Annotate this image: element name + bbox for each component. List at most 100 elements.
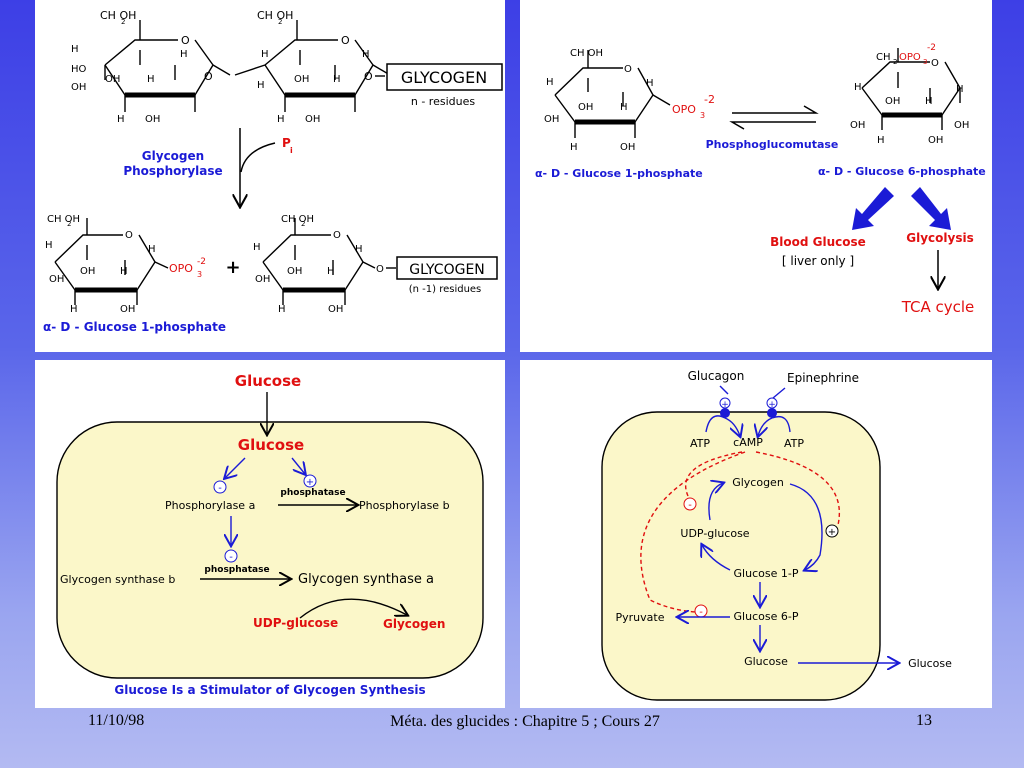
- atom-h: H: [570, 142, 578, 153]
- atom-h: H: [956, 84, 964, 95]
- footer-title: Méta. des glucides : Chapitre 5 ; Cours …: [390, 713, 660, 730]
- glycogen-box: [396, 256, 498, 280]
- plus-badge: [825, 524, 839, 538]
- udp-to-glycogen-arrow: [708, 483, 723, 521]
- phosphatase-label: phosphatase: [204, 565, 269, 575]
- liver-cell: [56, 421, 484, 679]
- udp-glucose-to-glycogen-arrow: [299, 598, 407, 619]
- glycogen-box-label: GLYCOGEN: [409, 262, 485, 278]
- atom-h: H: [257, 80, 265, 91]
- equilibrium-arrows: [729, 105, 819, 130]
- glucose-1-phosphate-ring: [54, 218, 169, 305]
- atom-oh: OH: [620, 142, 635, 153]
- atom-oh: OH: [49, 274, 64, 285]
- atom-oh: OH: [578, 102, 593, 113]
- pyruvate-label: Pyruvate: [616, 611, 665, 624]
- glycogen-box: [386, 63, 503, 91]
- atom-h: H: [854, 82, 862, 93]
- glycogen-phosphorylase-panel: CH OH 2 O H HO OH OH H H H OH O CH OH 2 …: [35, 0, 505, 352]
- plus-sign: +: [306, 477, 314, 488]
- glucose-6-phosphate-ring: [861, 48, 961, 130]
- atom-h: H: [117, 114, 125, 125]
- plus-sign: +: [721, 400, 729, 410]
- glucose-outside-label: Glucose: [908, 657, 952, 670]
- glucose-stimulator-panel: Glucose Glucose - + phosphatase Phosphor…: [35, 360, 505, 708]
- atom-h: H: [253, 242, 261, 253]
- glycolysis-label: Glycolysis: [906, 231, 973, 245]
- epinephrine-label: Epinephrine: [787, 371, 859, 385]
- subscript: 2: [121, 18, 125, 26]
- phosphate-label: OPO: [672, 103, 696, 116]
- atp-label: ATP: [690, 437, 710, 450]
- atom-h: H: [327, 266, 335, 277]
- atp-to-camp-left: [705, 415, 726, 433]
- big-blue-arrows: [852, 187, 951, 230]
- glucose-inside-label: Glucose: [744, 655, 788, 668]
- ring-oxygen: O: [181, 34, 190, 47]
- pi-input-arrow: [240, 142, 276, 173]
- atom-h: H: [70, 304, 78, 315]
- tca-cycle-label: TCA cycle: [901, 298, 975, 316]
- ch2oh-label: CH OH: [257, 9, 293, 22]
- glucose-6-phosphate-label: α- D - Glucose 6-phosphate: [818, 165, 986, 178]
- glycogen-label: Glycogen: [732, 476, 784, 489]
- glucose-1-phosphate-label: α- D - Glucose 1-phosphate: [535, 167, 703, 180]
- footer-date: 11/10/98: [88, 712, 145, 729]
- phosphoglucomutase-panel: CH OH O H OH OH H H H OH OPO 3 -2 Phosph…: [520, 0, 992, 352]
- glycosidic-oxygen: O: [204, 70, 213, 83]
- ch2oh-label: CH OH: [100, 9, 136, 22]
- glycosidic-oxygen: O: [364, 70, 373, 83]
- atom-oh: OH: [850, 120, 865, 131]
- phosphate-charge: -2: [927, 43, 936, 53]
- atom-h: H: [362, 49, 370, 60]
- atom-oh: OH: [145, 114, 160, 125]
- plus-badge: [303, 474, 317, 488]
- camp-label: cAMP: [733, 436, 763, 449]
- ring-oxygen: O: [624, 64, 632, 75]
- atp-label: ATP: [784, 437, 804, 450]
- minus-sign: -: [229, 552, 233, 563]
- ring-oxygen: O: [931, 58, 939, 69]
- pi-label: P: [282, 136, 291, 150]
- phosphate-label: OPO: [169, 262, 193, 275]
- atom-h: H: [71, 44, 79, 55]
- phosphate-charge: -2: [704, 93, 715, 106]
- minus-badge: [224, 549, 238, 563]
- pi-subscript: i: [290, 146, 293, 155]
- atom-oh: OH: [255, 274, 270, 285]
- atom-ho: HO: [71, 64, 87, 75]
- ch2oh-label: CH OH: [47, 214, 80, 225]
- ring-oxygen: O: [333, 230, 341, 241]
- atom-oh: OH: [885, 96, 900, 107]
- phosphoglucomutase-diagram: CH OH O H OH OH H H H OH OPO 3 -2 Phosph…: [535, 43, 986, 316]
- atom-oh: OH: [328, 304, 343, 315]
- glucose-6p-label: Glucose 6-P: [734, 610, 799, 623]
- phosphate-subscript: 3: [923, 58, 927, 66]
- glucose-1-phosphate-label: α- D - Glucose 1-phosphate: [43, 320, 226, 334]
- atom-oh: OH: [954, 120, 969, 131]
- minus-sign: -: [218, 483, 222, 494]
- glucose-ring-top-right: [234, 20, 391, 112]
- enzyme-label-line1: Glycogen: [142, 149, 204, 163]
- atom-h: H: [646, 78, 654, 89]
- atom-oh: OH: [287, 266, 302, 277]
- atom-h: H: [120, 266, 128, 277]
- glucose-1p-label: Glucose 1-P: [734, 567, 799, 580]
- receptor-glucagon: +: [719, 385, 731, 418]
- minus-badge: [213, 480, 227, 494]
- enzyme-label-line2: Phosphorylase: [123, 164, 222, 178]
- subscript: 2: [278, 18, 282, 26]
- phosphate-label: OPO: [899, 52, 921, 63]
- atom-oh: OH: [71, 82, 86, 93]
- hormonal-regulation-diagram: Glucagon Epinephrine + + ATP cAMP ATP - …: [601, 369, 952, 701]
- ring-oxygen: O: [341, 34, 350, 47]
- atom-oh: OH: [305, 114, 320, 125]
- atom-h: H: [261, 49, 269, 60]
- camp-regulation-paths: [640, 451, 840, 613]
- liver-only-label: [ liver only ]: [782, 254, 854, 268]
- plus-sign: +: [828, 527, 836, 538]
- atom-h: H: [148, 244, 156, 255]
- minus-badge: [683, 497, 697, 511]
- minus-sign: -: [699, 607, 703, 618]
- glycosidic-oxygen: O: [376, 264, 384, 275]
